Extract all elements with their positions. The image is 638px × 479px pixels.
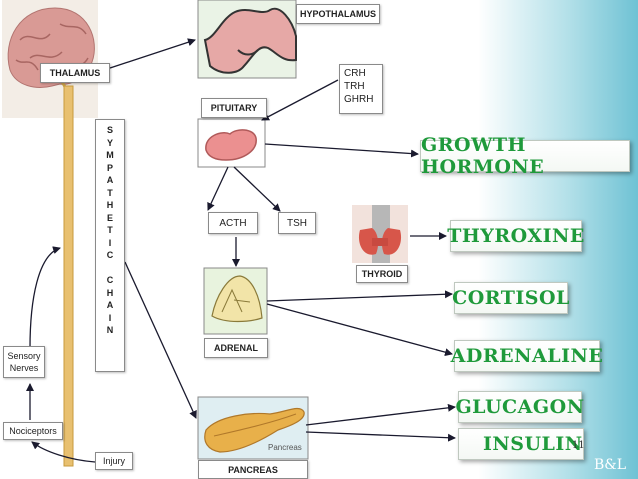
spinal-cord bbox=[63, 85, 74, 467]
chain-letter: C bbox=[106, 250, 114, 260]
tsh-label: TSH bbox=[278, 212, 316, 234]
chain-letter: C bbox=[106, 275, 114, 285]
brain-illustration bbox=[2, 0, 98, 118]
thalamus-label: THALAMUS bbox=[40, 63, 110, 83]
pancreas-label: PANCREAS bbox=[198, 460, 308, 479]
chain-letter: I bbox=[108, 312, 112, 323]
releasing-factor-ghrh: GHRH bbox=[344, 94, 374, 105]
glucagon-box: GLUCAGON bbox=[455, 391, 584, 423]
adrenaline-box: ADRENALINE bbox=[451, 340, 603, 372]
releasing-factors: CRH TRH GHRH bbox=[339, 64, 383, 114]
chain-letter: P bbox=[106, 162, 113, 173]
hypothalamus-illustration bbox=[197, 0, 297, 79]
chain-letter: Y bbox=[106, 137, 113, 148]
thyroxine-box: THYROXINE bbox=[447, 220, 584, 252]
acth-label: ACTH bbox=[208, 212, 258, 234]
releasing-factor-crh: CRH bbox=[344, 68, 366, 79]
nociceptors-label: Nociceptors bbox=[3, 422, 63, 440]
chain-letter: I bbox=[108, 237, 112, 248]
chain-letter: M bbox=[106, 150, 114, 160]
sensory-nerves-label: Sensory Nerves bbox=[3, 346, 45, 378]
cortisol-box: CORTISOL bbox=[452, 282, 569, 314]
arrows bbox=[26, 38, 456, 463]
chain-letter: H bbox=[106, 200, 114, 210]
insulin-box: INSULIN bbox=[458, 428, 584, 460]
chain-letter: N bbox=[106, 325, 114, 335]
pituitary-label: PITUITARY bbox=[201, 98, 267, 118]
brand-mark: B&L bbox=[594, 457, 627, 473]
growth-hormone-box: GROWTH HORMONE bbox=[420, 134, 630, 178]
chain-letter: T bbox=[107, 225, 113, 235]
injury-label: Injury bbox=[95, 452, 133, 470]
chain-letter: A bbox=[106, 175, 114, 185]
chain-letter: T bbox=[107, 187, 113, 198]
adrenal-label: ADRENAL bbox=[204, 338, 268, 358]
releasing-factor-trh: TRH bbox=[344, 81, 365, 92]
chain-letter: H bbox=[106, 287, 114, 298]
thyroid-label: THYROID bbox=[356, 265, 408, 283]
sympathetic-chain-label: S Y M P A T H E T I C C H A I N bbox=[95, 119, 125, 372]
thyroid-illustration bbox=[352, 205, 408, 263]
pituitary-illustration bbox=[197, 118, 266, 168]
pancreas-image-caption: Pancreas bbox=[268, 443, 302, 452]
chain-letter: S bbox=[106, 125, 113, 135]
adrenal-illustration bbox=[203, 267, 268, 335]
pancreas-illustration bbox=[197, 396, 309, 460]
chain-letter: A bbox=[106, 300, 114, 310]
chain-letter: E bbox=[106, 212, 113, 223]
hypothalamus-label: HYPOTHALAMUS bbox=[296, 4, 380, 24]
slide-number: 11 bbox=[572, 440, 585, 451]
